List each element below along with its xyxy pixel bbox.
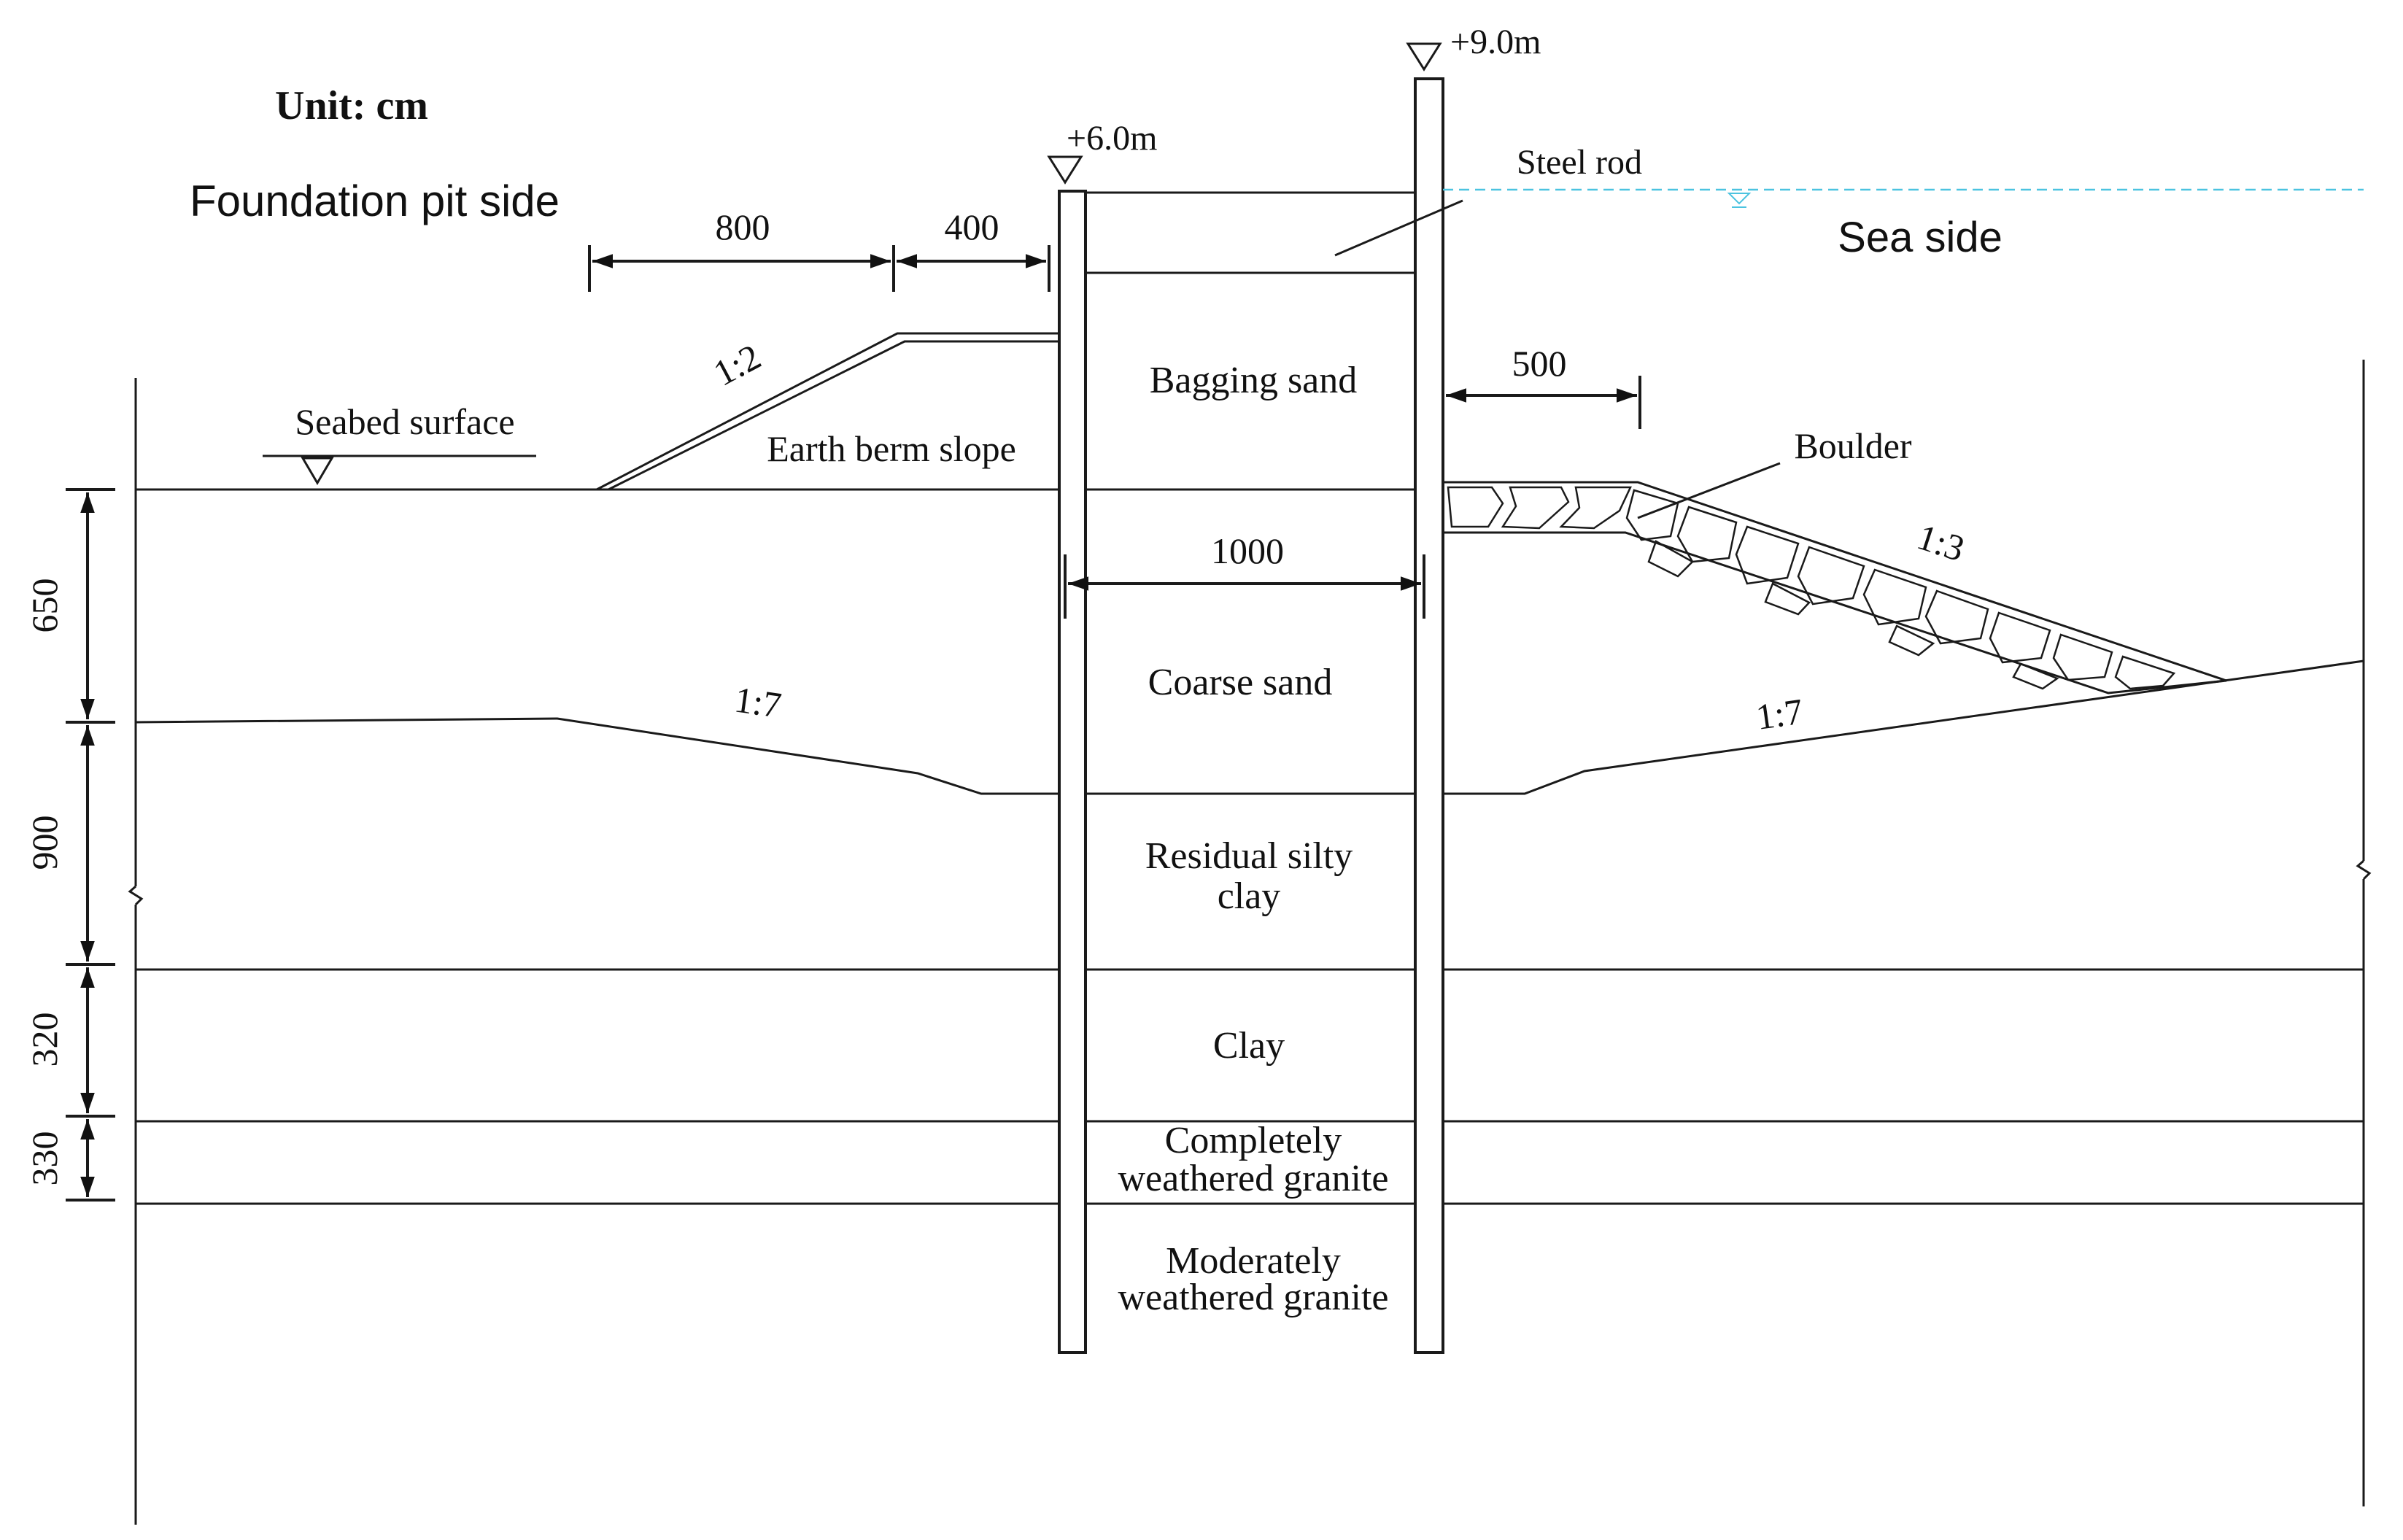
dim-330: 330 — [24, 1131, 65, 1186]
dim-650: 650 — [24, 579, 65, 633]
elevation-triangle-icon — [1406, 42, 1442, 71]
horizontal-dimensions — [588, 245, 1641, 619]
earth-berm — [596, 332, 1059, 491]
dim-800: 800 — [716, 206, 770, 247]
mw-granite-label-line2: weathered granite — [1118, 1277, 1388, 1318]
right-sand-slope-ratio: 1:7 — [1754, 691, 1806, 738]
seabed-surface-label: Seabed surface — [295, 401, 514, 442]
residual-silty-clay-label-line2: clay — [1218, 875, 1281, 917]
left-sheet-pile-wall — [1058, 190, 1087, 1354]
dim-900: 900 — [24, 816, 65, 870]
seabed-triangle-icon — [301, 457, 334, 485]
mw-granite-label-line1: Moderately — [1166, 1240, 1341, 1282]
elevation-triangle-icon — [1047, 155, 1083, 185]
stratum-lines — [135, 488, 2364, 1205]
coarse-sand-label: Coarse sand — [1148, 662, 1333, 703]
elevation-markers — [263, 42, 1442, 485]
section-boundaries — [128, 360, 2372, 1525]
cw-granite-label-line2: weathered granite — [1118, 1158, 1388, 1199]
boulder-revetment — [1442, 481, 2227, 694]
left-wall-elevation: +6.0m — [1067, 119, 1157, 158]
left-sand-slope-ratio: 1:7 — [732, 678, 783, 725]
sheet-pile-walls — [1058, 77, 1444, 1354]
bagging-sand-label: Bagging sand — [1150, 360, 1358, 401]
clay-label: Clay — [1213, 1025, 1285, 1067]
cw-granite-label-line1: Completely — [1165, 1120, 1342, 1161]
right-wall-elevation: +9.0m — [1450, 23, 1541, 61]
unit-label: Unit: cm — [275, 83, 428, 128]
boulder-label: Boulder — [1794, 425, 1911, 466]
dim-1000: 1000 — [1211, 530, 1284, 571]
dim-500: 500 — [1512, 343, 1567, 384]
sea-side-label: Sea side — [1838, 214, 2002, 261]
right-sheet-pile-wall — [1414, 77, 1444, 1354]
boulder-leader — [1637, 462, 1781, 519]
boulder-slope-ratio: 1:3 — [1913, 516, 1970, 569]
residual-silty-clay-label-line1: Residual silty — [1145, 835, 1353, 877]
vertical-dimensions — [66, 488, 115, 1202]
steel-rod-label: Steel rod — [1517, 143, 1642, 182]
steel-rod-leader — [1334, 199, 1463, 257]
dim-400: 400 — [945, 206, 999, 247]
water-level — [1443, 188, 2364, 208]
foundation-pit-side-label: Foundation pit side — [190, 177, 560, 225]
berm-slope-ratio: 1:2 — [707, 336, 767, 393]
dim-320: 320 — [24, 1013, 65, 1067]
earth-berm-slope-label: Earth berm slope — [767, 428, 1016, 469]
